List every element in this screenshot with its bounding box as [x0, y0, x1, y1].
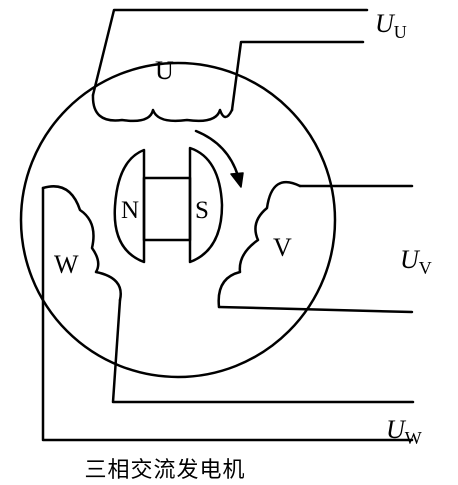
winding-w-label: W	[54, 250, 79, 279]
voltage-uu-label: UU	[375, 9, 407, 42]
u-winding-lead-left	[91, 8, 369, 97]
rotation-arrow-head	[230, 172, 244, 188]
winding-v-label: V	[273, 233, 292, 262]
rotor-north-label: N	[121, 197, 139, 224]
rotation-arrow-arc	[194, 129, 240, 178]
winding-u-label: U	[155, 56, 174, 85]
u-winding-coils	[91, 93, 234, 123]
voltage-uw-sub: W	[405, 428, 422, 448]
voltage-uv-label: UV	[400, 245, 432, 278]
v-winding-lead-bottom	[217, 305, 414, 314]
w-winding-coils	[41, 185, 122, 302]
rotor-north-pole	[113, 148, 146, 264]
w-winding-lead-inner	[111, 298, 415, 404]
rotor-south-pole	[188, 146, 224, 264]
voltage-uu-sub: U	[394, 22, 407, 42]
rotor-core	[142, 176, 192, 242]
voltage-uw-label: UW	[386, 415, 422, 448]
voltage-uv-sub: V	[419, 258, 432, 278]
rotor-south-label: S	[195, 197, 209, 224]
diagram-caption: 三相交流发电机	[84, 458, 246, 483]
w-winding-lead-outer	[41, 186, 414, 442]
v-winding-coils	[217, 180, 302, 309]
u-winding-lead-right	[230, 40, 365, 112]
stator-circle	[19, 61, 337, 379]
voltage-uw-main: U	[386, 415, 407, 444]
voltage-uu-main: U	[375, 9, 396, 38]
voltage-uv-main: U	[400, 245, 421, 274]
